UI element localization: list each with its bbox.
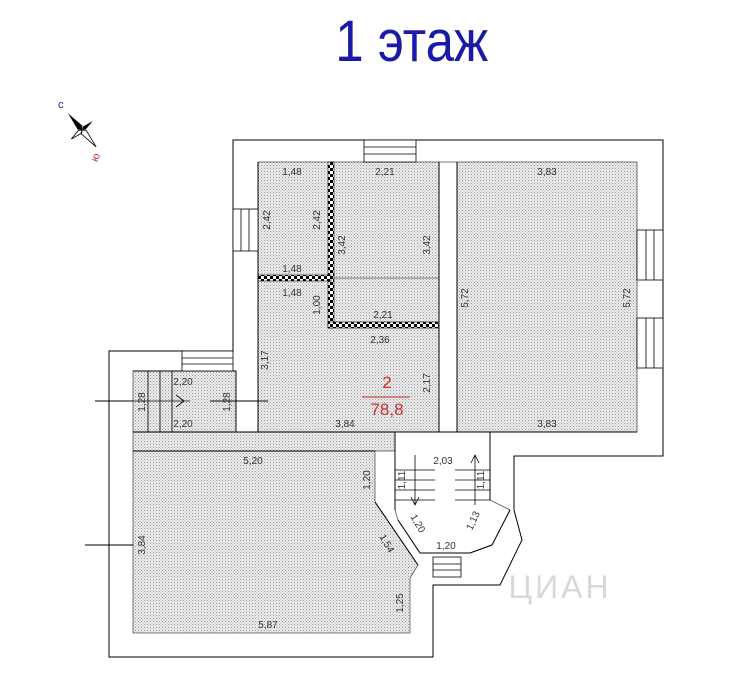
dim-label: 2,36 <box>370 335 390 346</box>
windows <box>181 139 664 578</box>
compass-south-label: ю <box>89 152 103 164</box>
room-large-right <box>456 161 638 433</box>
compass-icon <box>67 113 97 148</box>
window-top <box>363 139 417 163</box>
dim-label: 3,84 <box>137 535 148 555</box>
dim-label: 3,83 <box>537 167 557 178</box>
window-left-upper <box>232 208 259 252</box>
dim-label: 5,20 <box>243 456 263 467</box>
dim-label: 1,28 <box>137 392 148 412</box>
room-number: 2 <box>382 373 391 392</box>
window-entrance-top <box>181 350 234 372</box>
dim-label: 1,20 <box>436 541 456 552</box>
dim-label: 2,20 <box>173 377 193 388</box>
dim-label: 2,42 <box>262 210 273 230</box>
bay-walls <box>374 501 511 566</box>
dim-label: 1,48 <box>282 167 302 178</box>
room-label: 2 78,8 <box>362 373 410 419</box>
dim-label: 3,17 <box>260 350 271 370</box>
dim-label: 1,48 <box>282 288 302 299</box>
window-bottom <box>432 556 462 578</box>
room-area: 78,8 <box>370 400 403 419</box>
dim-label: 2,17 <box>422 373 433 393</box>
dim-label: 2,03 <box>433 456 453 467</box>
dim-label: 5,87 <box>258 620 278 631</box>
dim-label: 1,25 <box>395 593 406 613</box>
dim-label: 2,21 <box>375 167 395 178</box>
room-corridor-gap <box>438 161 458 433</box>
dimension-labels: 1,48 2,21 3,83 2,42 2,42 3,42 3,42 1,48 … <box>137 167 633 631</box>
dim-label: 2,42 <box>312 210 323 230</box>
room-lower-left <box>132 450 419 634</box>
dim-label: 1,00 <box>312 295 323 315</box>
dim-label: 5,72 <box>460 288 471 308</box>
dim-label: 2,21 <box>373 310 393 321</box>
dim-label: 1,11 <box>476 470 487 489</box>
dim-label: 1,28 <box>222 392 233 412</box>
window-right-upper <box>636 229 664 281</box>
staircase-entrance <box>133 371 190 432</box>
dim-label: 1,11 <box>397 470 408 489</box>
dim-label: 3,83 <box>537 419 557 430</box>
floor-title: 1 этаж <box>335 9 489 74</box>
room-bath-a <box>257 161 332 279</box>
strip-below <box>132 431 396 452</box>
inner-walls <box>133 162 637 510</box>
room-fills <box>132 161 638 634</box>
staircase-passage <box>395 454 490 506</box>
watermark: ЦИАН <box>508 569 611 605</box>
room-hall <box>257 277 440 433</box>
dim-label: 3,84 <box>335 419 355 430</box>
dim-label: 3,42 <box>422 235 433 255</box>
dim-label: 1,48 <box>282 264 302 275</box>
entrance-markers <box>85 400 268 546</box>
compass-rose: с ю <box>58 99 103 164</box>
dim-label: 3,42 <box>337 235 348 255</box>
dim-label: 2,20 <box>173 419 193 430</box>
window-right-lower <box>636 317 664 369</box>
compass-north-label: с <box>58 99 64 111</box>
dim-label: 1,20 <box>362 470 373 490</box>
dim-label: 5,72 <box>622 288 633 308</box>
